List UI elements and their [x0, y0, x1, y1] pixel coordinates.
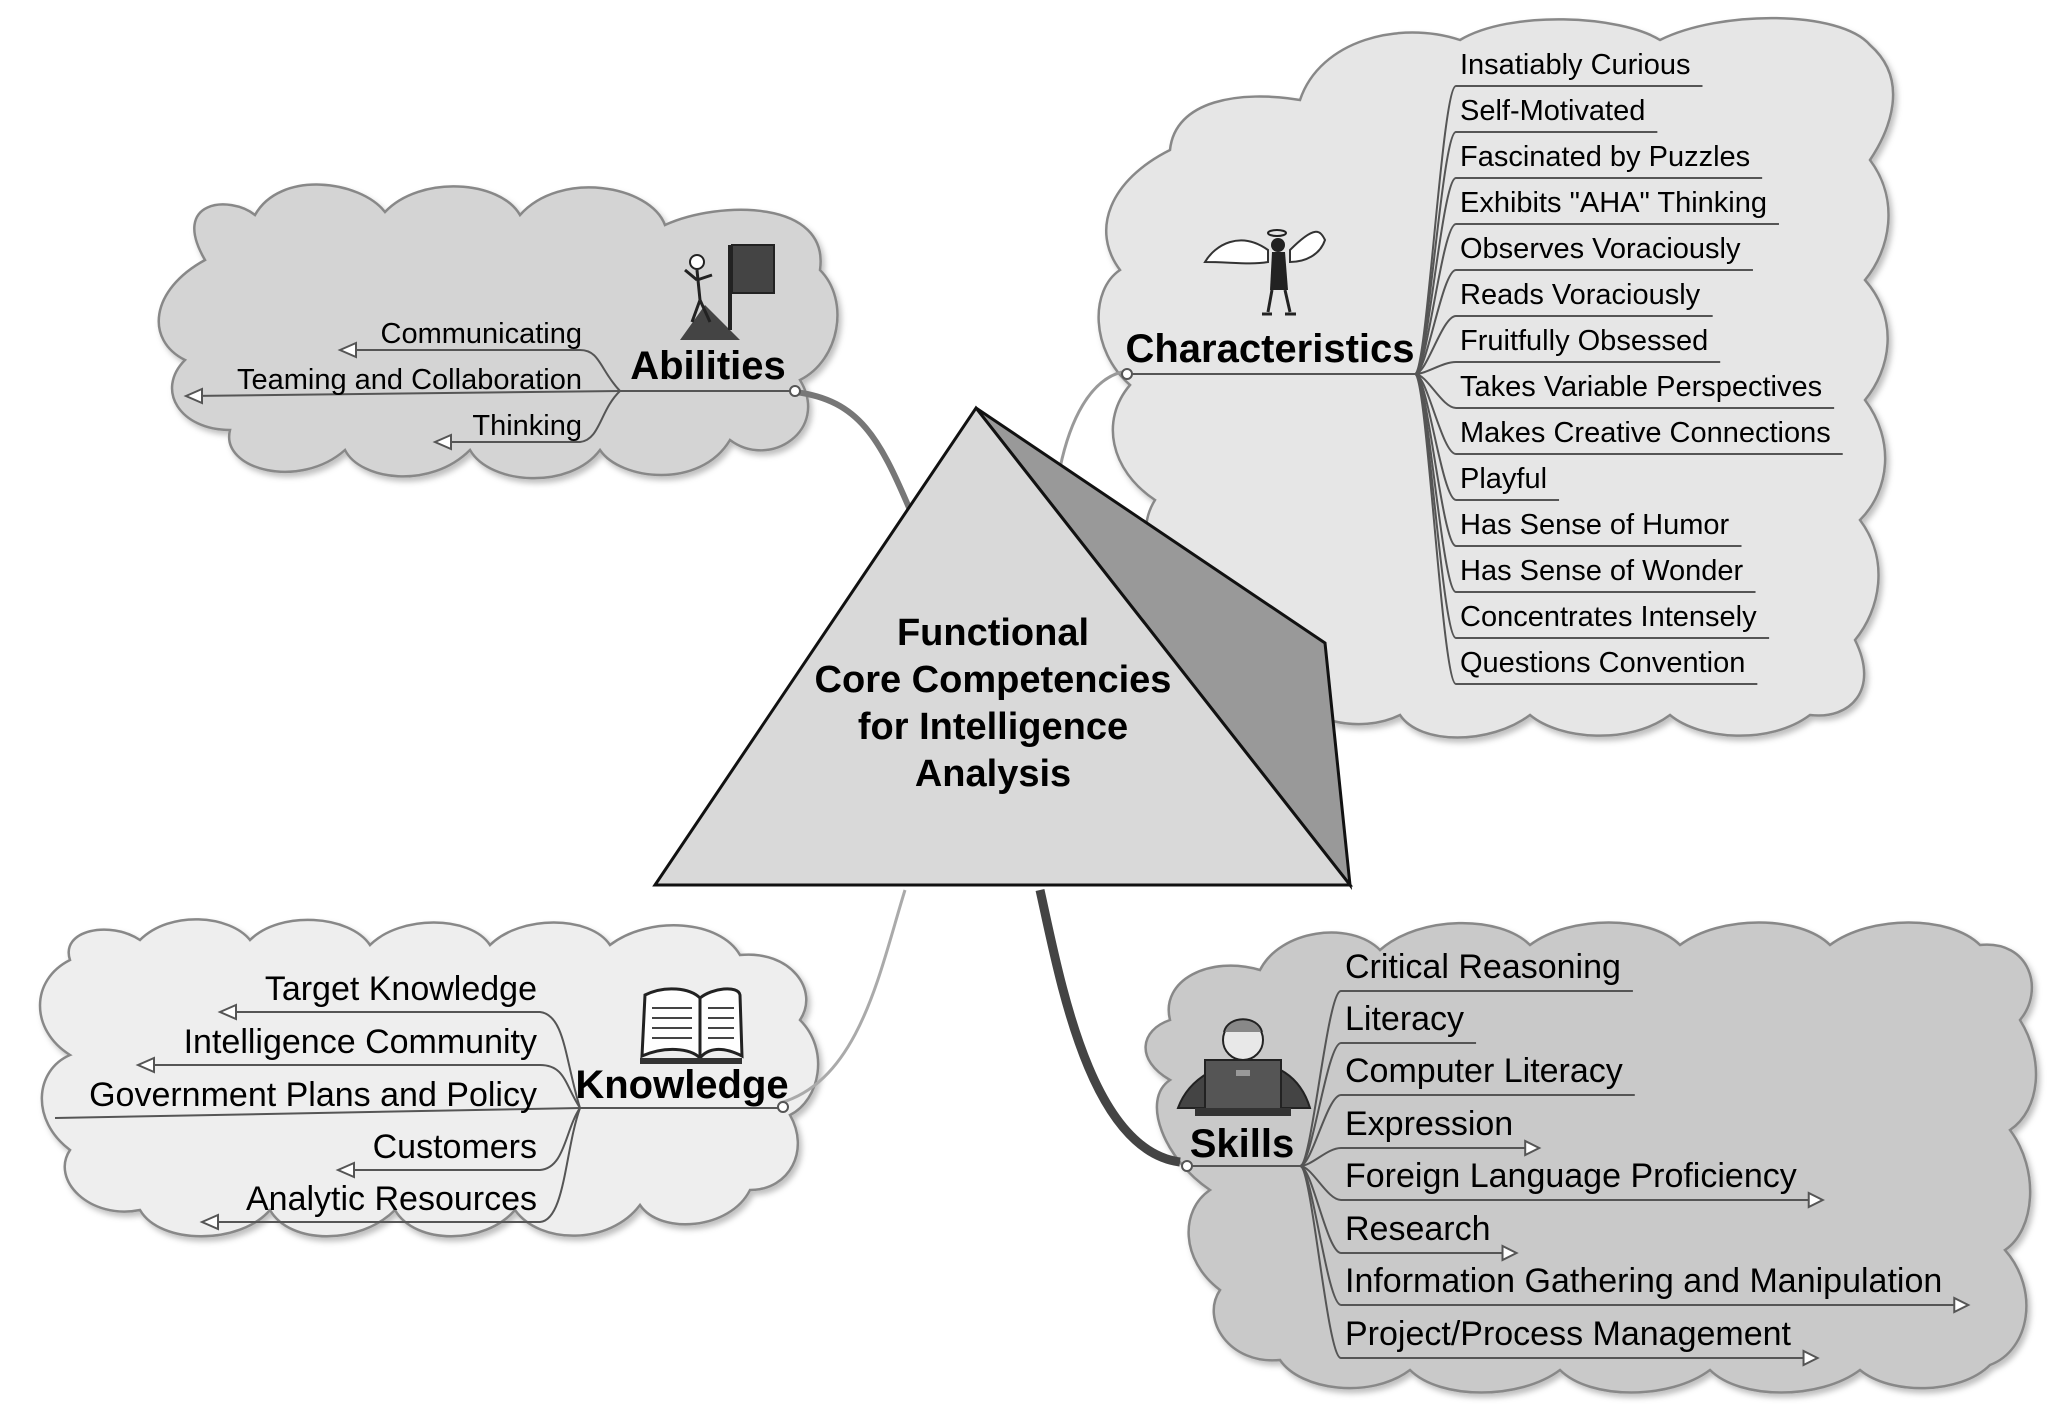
- characteristic-item: Makes Creative Connections: [1460, 417, 1831, 449]
- branch-line: [1299, 1042, 1477, 1167]
- skill-item: Computer Literacy: [1345, 1052, 1623, 1090]
- skill-item: Research: [1345, 1210, 1491, 1248]
- branch-line: [1414, 361, 1721, 375]
- skill-item: Information Gathering and Manipulation: [1345, 1262, 1942, 1300]
- cloud-knowledge: [38, 918, 820, 1238]
- branch-line: [1414, 373, 1758, 685]
- ability-item: Thinking: [472, 410, 582, 442]
- skills-branches: [1299, 990, 1971, 1367]
- characteristic-item: Has Sense of Wonder: [1460, 555, 1744, 587]
- section-abilities: Abilities Communicating Teaming and Coll…: [183, 244, 801, 451]
- central-title-line-2: Core Competencies: [815, 659, 1172, 701]
- branch-arrow: [1802, 1349, 1820, 1367]
- characteristic-item: Questions Convention: [1460, 647, 1745, 679]
- ability-item: Teaming and Collaboration: [237, 364, 582, 396]
- section-skills: Skills Critical Reasoning Literacy Compu…: [1176, 948, 1971, 1367]
- skill-item: Critical Reasoning: [1345, 948, 1621, 986]
- skill-item: Foreign Language Proficiency: [1345, 1157, 1797, 1195]
- characteristic-item: Exhibits "AHA" Thinking: [1460, 187, 1767, 219]
- branch-line: [1299, 1147, 1526, 1167]
- characteristic-item: Has Sense of Humor: [1460, 509, 1730, 541]
- characteristic-item: Playful: [1460, 463, 1547, 495]
- knowledge-item: Analytic Resources: [246, 1180, 537, 1218]
- knowledge-item: Government Plans and Policy: [89, 1076, 537, 1114]
- skill-item: Literacy: [1345, 1000, 1464, 1038]
- cloud-abilities: [157, 183, 839, 480]
- branch-line: [1414, 315, 1713, 375]
- characteristic-item: Concentrates Intensely: [1460, 601, 1757, 633]
- branch-line: [1299, 990, 1633, 1167]
- central-title-line-4: Analysis: [915, 753, 1071, 795]
- skill-item: Project/Process Management: [1345, 1315, 1792, 1353]
- knowledge-item: Target Knowledge: [265, 970, 537, 1008]
- branch-line: [1299, 1165, 1809, 1201]
- knowledge-item: Intelligence Community: [184, 1023, 537, 1061]
- branch-arrow: [1807, 1191, 1825, 1209]
- central-title-line-1: Functional: [897, 612, 1089, 654]
- characteristic-item: Fruitfully Obsessed: [1460, 325, 1708, 357]
- section-knowledge: Knowledge Target Knowledge Intelligence …: [54, 970, 789, 1231]
- pyramid-front-face: [652, 405, 1354, 887]
- connectors: [779, 370, 1181, 1167]
- characteristic-item: Observes Voraciously: [1460, 233, 1741, 265]
- central-pyramid: Functional Core Competencies for Intelli…: [652, 405, 1354, 891]
- skill-item: Expression: [1345, 1105, 1513, 1143]
- characteristic-item: Self-Motivated: [1460, 95, 1645, 127]
- knowledge-item: Customers: [373, 1128, 537, 1166]
- ability-item: Communicating: [381, 318, 582, 350]
- characteristic-item: Takes Variable Perspectives: [1460, 371, 1822, 403]
- characteristics-title: Characteristics: [1125, 327, 1414, 371]
- climber-with-flag-icon: [680, 244, 775, 340]
- skills-title: Skills: [1190, 1122, 1295, 1166]
- knowledge-title: Knowledge: [575, 1063, 788, 1107]
- central-title-line-3: for Intelligence: [858, 706, 1128, 748]
- branch-line: [1414, 269, 1753, 375]
- characteristic-item: Reads Voraciously: [1460, 279, 1701, 311]
- open-book-icon: [640, 987, 744, 1064]
- person-at-computer-icon: [1176, 1018, 1312, 1116]
- branch-arrow: [1501, 1244, 1519, 1262]
- characteristics-items: Insatiably Curious Self-Motivated Fascin…: [1460, 49, 1831, 679]
- branch-arrow: [1524, 1139, 1542, 1157]
- winged-figure-icon: [1203, 229, 1327, 316]
- branch-line: [1299, 1094, 1635, 1167]
- abilities-title: Abilities: [630, 344, 786, 388]
- characteristic-item: Insatiably Curious: [1460, 49, 1691, 81]
- characteristics-branches: [1414, 85, 1843, 685]
- section-characteristics: Characteristics Insatiably Curious Self-…: [1121, 49, 1843, 685]
- branch-line: [1299, 1165, 1804, 1359]
- cloud-skills: [1144, 921, 2038, 1394]
- branch-line: [1414, 223, 1779, 375]
- characteristic-item: Fascinated by Puzzles: [1460, 141, 1750, 173]
- cloud-characteristics: [1097, 16, 1895, 739]
- branch-arrow: [1953, 1296, 1971, 1314]
